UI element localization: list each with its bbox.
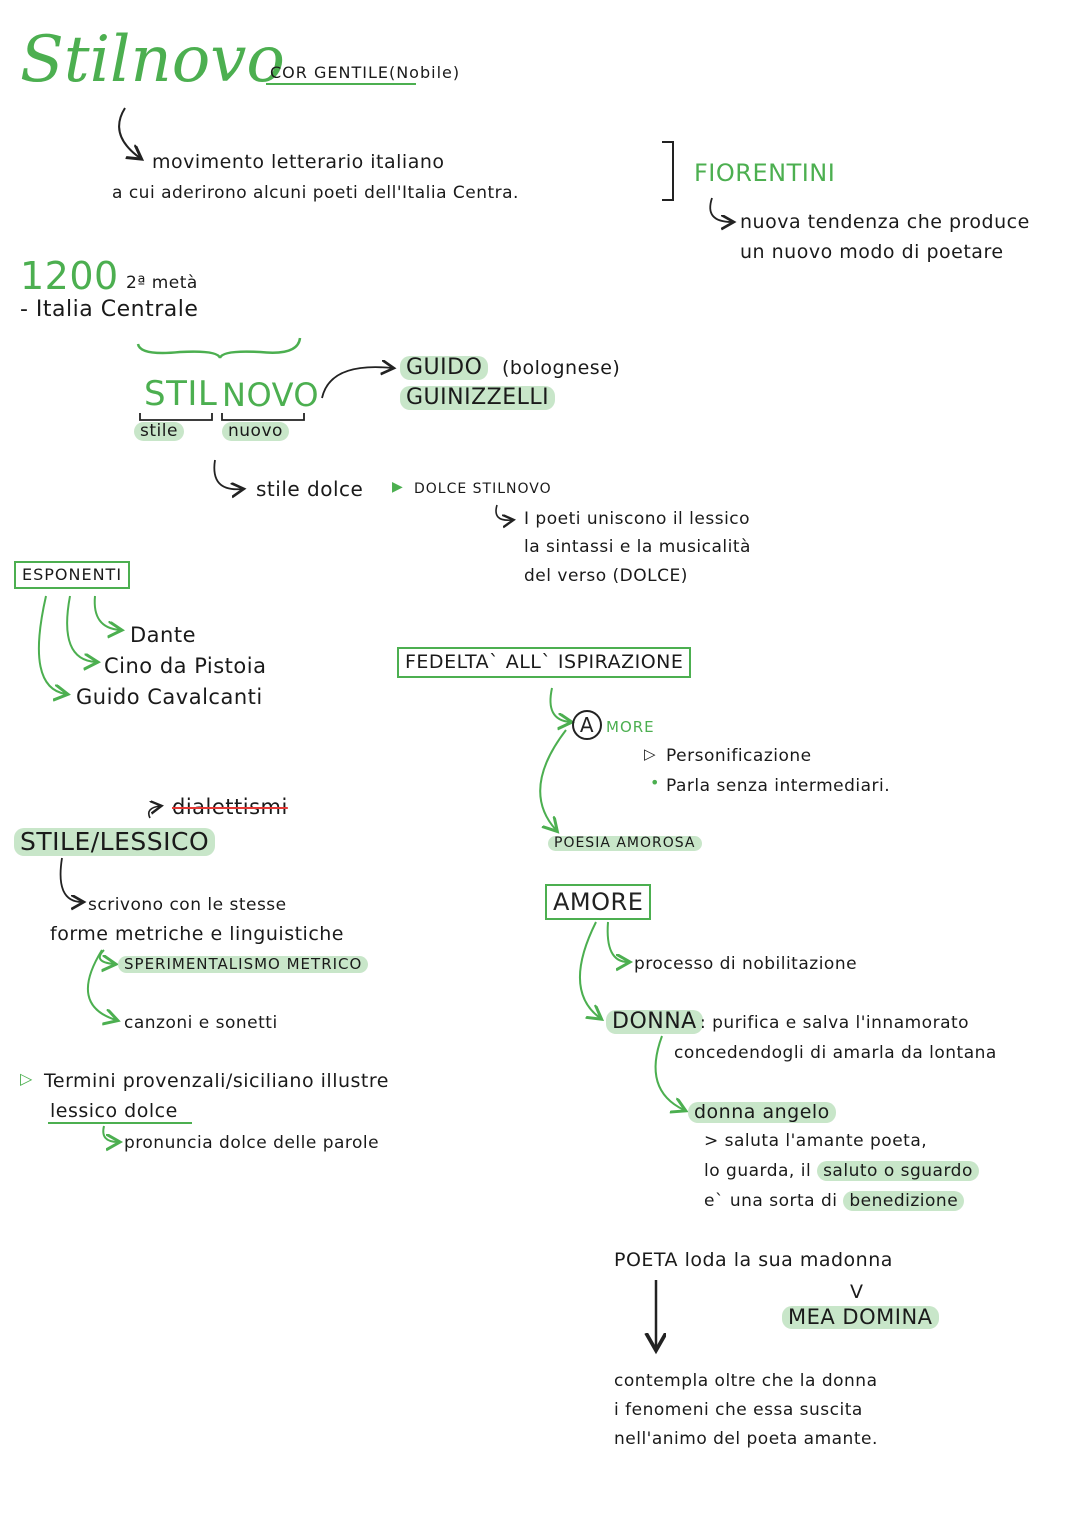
amore-initial: A — [572, 710, 602, 740]
concedendogli: concedendogli di amarla da lontana — [674, 1043, 997, 1063]
stile-lessico-label: STILE/LESSICO — [14, 828, 216, 856]
dialettismi-struck: dialettismi — [172, 795, 288, 819]
sorta-text: e` una sorta di — [704, 1191, 838, 1211]
scrivono-line-1: scrivono con le stesse — [88, 895, 287, 915]
donna-angelo: donna angelo — [688, 1102, 836, 1123]
poeti-line-3: del verso (DOLCE) — [524, 566, 688, 586]
lo-guarda: lo guarda, il saluto o sguardo — [704, 1161, 979, 1181]
guido-name: GUIDO — [400, 355, 489, 381]
esponenti-box: ESPONENTI — [14, 561, 131, 589]
amore-rest: MORE — [606, 718, 655, 736]
sperimentalismo-metrico: SPERIMENTALISMO METRICO — [118, 956, 369, 973]
period-half: 2ª metà — [126, 273, 198, 293]
esponente-dante: Dante — [130, 623, 197, 647]
poesia-amorosa: POESIA AMOROSA — [548, 835, 702, 852]
contempla-line-1: contempla oltre che la donna — [614, 1371, 878, 1391]
fiorentini-label: FIORENTINI — [694, 159, 836, 187]
cor-gentile-label: COR GENTILE(Nobile) — [270, 64, 460, 82]
dolce-stilnovo: DOLCE STILNOVO — [414, 481, 552, 497]
lo-guarda-text: lo guarda, il — [704, 1161, 812, 1181]
nobile-note: (Nobile) — [388, 63, 461, 82]
benedizione: benedizione — [843, 1191, 965, 1211]
esponente-cino: Cino da Pistoia — [104, 654, 267, 678]
guinizzelli-name: GUINIZZELLI — [400, 385, 556, 411]
stile-dolce: stile dolce — [256, 477, 364, 501]
fiorentini-line-2: un nuovo modo di poetare — [740, 241, 1004, 263]
saluta-amante: > saluta l'amante poeta, — [704, 1131, 928, 1151]
stil-label: STIL — [144, 374, 218, 414]
amore-box: AMORE — [545, 884, 652, 921]
period-year: 1200 — [20, 254, 119, 298]
definition-line-2: a cui aderirono alcuni poeti dell'Italia… — [112, 183, 519, 203]
period-region: - Italia Centrale — [20, 297, 199, 322]
poeti-line-1: I poeti uniscono il lessico — [524, 509, 751, 529]
purifica: : purifica e salva l'innamorato — [700, 1013, 970, 1033]
novo-label: NOVO — [222, 376, 320, 414]
nuovo-word: nuovo — [222, 422, 289, 441]
v-symbol: V — [850, 1281, 864, 1303]
processo-nobilitazione: processo di nobilitazione — [634, 954, 858, 974]
termini-provenzali: Termini provenzali/siciliano illustre — [44, 1070, 389, 1092]
triangle-icon: ▶ — [392, 479, 404, 495]
fedelta-box: FEDELTA` ALL` ISPIRAZIONE — [397, 647, 692, 678]
page-title: Stilnovo — [20, 23, 285, 97]
fiorentini-line-1: nuova tendenza che produce — [740, 211, 1030, 233]
triangle-icon-3: ▷ — [20, 1069, 33, 1088]
cor-gentile: COR GENTILE — [270, 63, 389, 82]
definition-line-1: movimento letterario italiano — [152, 151, 445, 173]
donna-label: DONNA — [606, 1009, 703, 1035]
personificazione: Personificazione — [666, 746, 812, 766]
contempla-line-3: nell'animo del poeta amante. — [614, 1429, 878, 1449]
sorta-di: e` una sorta di benedizione — [704, 1191, 965, 1211]
stile-word: stile — [134, 422, 184, 441]
bolognese-note: (bolognese) — [502, 357, 621, 379]
canzoni-sonetti: canzoni e sonetti — [124, 1013, 278, 1033]
saluto-sguardo: saluto o sguardo — [817, 1161, 979, 1181]
poeti-line-2: la sintassi e la musicalità — [524, 537, 751, 557]
poeta-loda: POETA loda la sua madonna — [614, 1249, 893, 1271]
parla-senza: Parla senza intermediari. — [666, 776, 891, 796]
scrivono-line-2: forme metriche e linguistiche — [50, 923, 344, 945]
mea-domina: MEA DOMINA — [782, 1305, 939, 1330]
lessico-dolce: lessico dolce — [50, 1100, 178, 1122]
contempla-line-2: i fenomeni che essa suscita — [614, 1400, 863, 1420]
bullet-icon: • — [650, 773, 660, 792]
triangle-icon-2: ▷ — [644, 745, 657, 763]
pronuncia-dolce: pronuncia dolce delle parole — [124, 1133, 380, 1153]
esponente-cavalcanti: Guido Cavalcanti — [76, 685, 263, 709]
